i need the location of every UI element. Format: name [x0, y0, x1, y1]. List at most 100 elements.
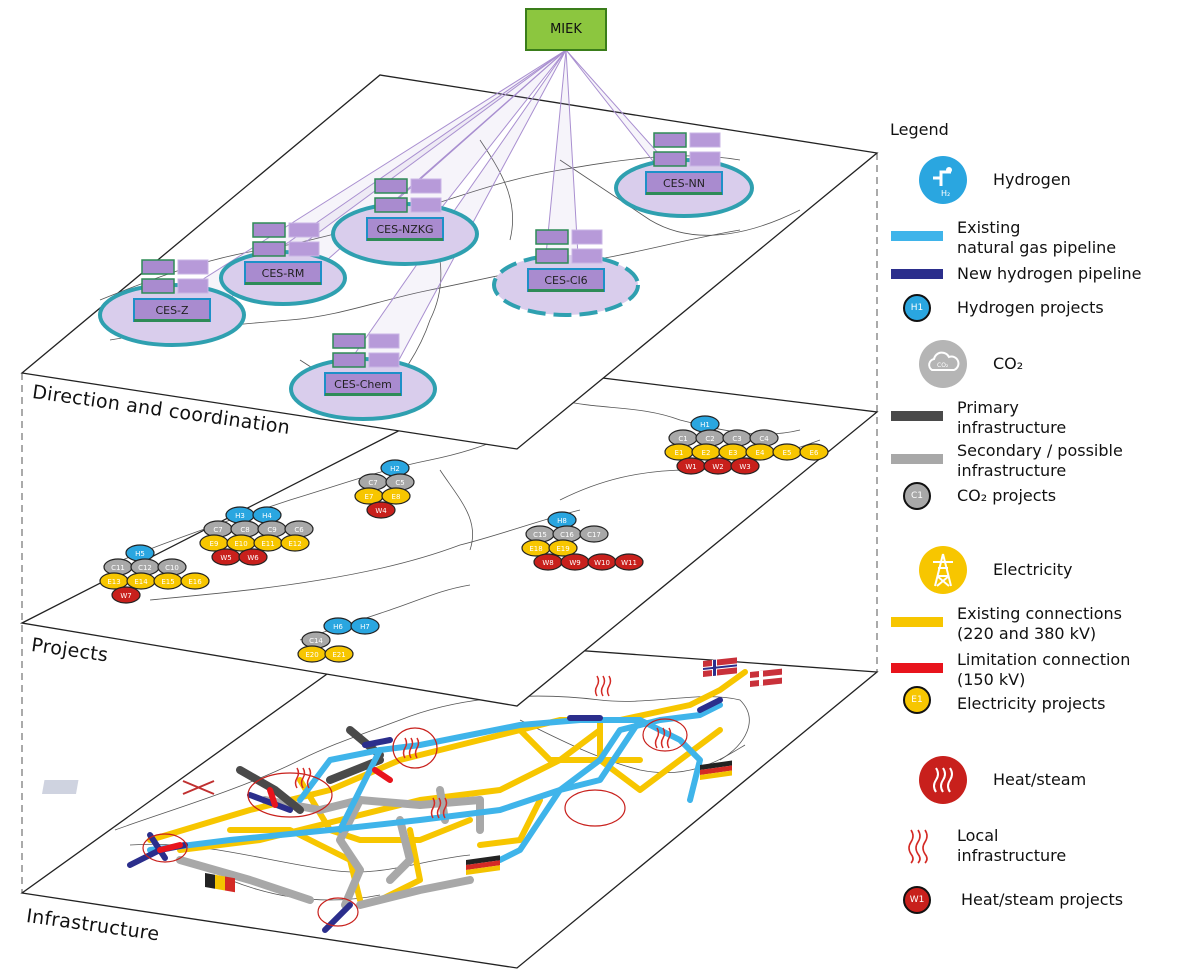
- org-block: [689, 151, 721, 167]
- project-marker: W10: [587, 553, 617, 571]
- project-marker: C2: [695, 429, 725, 447]
- legend-hydrogen-projects: H1 Hydrogen projects: [885, 294, 1175, 324]
- project-marker: E6: [799, 443, 829, 461]
- project-marker-label: C3: [732, 435, 741, 443]
- legend-heat-heading: Heat/steam: [885, 756, 1175, 806]
- flag-belgium-icon: [205, 873, 235, 893]
- project-marker: C14: [301, 631, 331, 649]
- project-marker: E20: [297, 645, 327, 663]
- project-marker-label: E18: [529, 545, 542, 553]
- project-marker-label: W9: [569, 559, 580, 567]
- project-marker-label: C17: [587, 531, 601, 539]
- org-block: [535, 248, 569, 264]
- project-marker: E15: [153, 572, 183, 590]
- project-marker-label: C8: [240, 526, 249, 534]
- electricity-limitation-lines: [157, 767, 393, 853]
- project-marker: E5: [772, 443, 802, 461]
- project-marker: E13: [99, 572, 129, 590]
- project-marker: C16: [552, 525, 582, 543]
- project-marker-label: H6: [333, 623, 343, 631]
- org-block: [653, 151, 687, 167]
- flag-uk-icon: [41, 780, 215, 795]
- project-marker-label: W11: [621, 559, 637, 567]
- cloud-icon-text: CO₂: [937, 362, 949, 369]
- org-block: [252, 241, 286, 257]
- project-marker: E11: [253, 534, 283, 552]
- legend-heat-local: Local infrastructure: [885, 826, 1175, 866]
- project-marker: C10: [157, 558, 187, 576]
- project-marker: C15: [525, 525, 555, 543]
- project-marker-label: C10: [165, 564, 179, 572]
- project-marker-label: W7: [120, 592, 131, 600]
- project-marker: E12: [280, 534, 310, 552]
- project-marker: E8: [381, 487, 411, 505]
- project-marker-label: E12: [288, 540, 301, 548]
- project-marker: C1: [668, 429, 698, 447]
- legend-existing-gas: Existing natural gas pipeline: [885, 218, 1175, 258]
- org-block: [368, 333, 400, 349]
- project-marker: W2: [703, 457, 733, 475]
- org-block: [571, 229, 603, 245]
- project-marker-label: W1: [685, 463, 696, 471]
- legend-co2-heading: CO₂ CO₂: [885, 340, 1175, 390]
- legend-heat-local-label: Local infrastructure: [957, 826, 1067, 865]
- project-marker: E7: [354, 487, 384, 505]
- miek-box: MIEK: [525, 8, 607, 51]
- project-marker: C17: [579, 525, 609, 543]
- legend-hydrogen-title: Hydrogen: [993, 170, 1071, 189]
- miek-label: MIEK: [550, 22, 582, 37]
- project-marker: W9: [560, 553, 590, 571]
- project-marker-label: H1: [700, 421, 710, 429]
- org-block: [571, 248, 603, 264]
- project-marker: H6: [323, 617, 353, 635]
- project-marker: H2: [380, 459, 410, 477]
- project-marker-label: E5: [783, 449, 792, 457]
- ces-label: CES-NN: [663, 177, 705, 190]
- ces-label: CES-NZKG: [376, 223, 433, 236]
- legend-co2-primary-swatch: [891, 411, 943, 421]
- project-marker-label: W3: [739, 463, 750, 471]
- ces-label: CES-Cl6: [544, 274, 587, 287]
- legend-heat-projects: W1 Heat/steam projects: [885, 886, 1175, 916]
- legend-hydrogen-heading: H₂ Hydrogen: [885, 156, 1175, 206]
- ces-cluster: CES-NZKG: [331, 178, 479, 266]
- project-marker-label: W4: [375, 507, 387, 515]
- project-marker-label: E15: [161, 578, 174, 586]
- org-block: [374, 178, 408, 194]
- project-marker-label: E4: [756, 449, 765, 457]
- legend: Legend H₂ Hydrogen Existing natural gas …: [885, 118, 1175, 918]
- cloud-icon: CO₂: [919, 340, 967, 388]
- project-marker-label: E7: [365, 493, 374, 501]
- project-marker: W5: [211, 548, 241, 566]
- project-marker-label: C5: [395, 479, 404, 487]
- project-marker: H4: [252, 506, 282, 524]
- project-marker-label: C9: [267, 526, 276, 534]
- project-marker-label: E21: [332, 651, 345, 659]
- legend-co2-title: CO₂: [993, 354, 1024, 373]
- project-marker: H3: [225, 506, 255, 524]
- org-block: [410, 197, 442, 213]
- project-marker-label: W2: [712, 463, 723, 471]
- project-marker: W4: [366, 501, 396, 519]
- project-marker-label: C7: [213, 526, 222, 534]
- project-marker-label: E13: [107, 578, 120, 586]
- legend-co2-primary: Primary infrastructure: [885, 398, 1175, 438]
- project-marker: W8: [533, 553, 563, 571]
- legend-electricity-projects-label: Electricity projects: [957, 694, 1106, 713]
- legend-co2-projects-label: CO₂ projects: [957, 486, 1057, 505]
- project-marker: C8: [230, 520, 260, 538]
- hydrogen-project-marker-icon: H1: [903, 294, 931, 322]
- project-marker: E16: [180, 572, 210, 590]
- org-block: [653, 132, 687, 148]
- project-marker: C7: [203, 520, 233, 538]
- ces-label: CES-Z: [155, 304, 189, 317]
- org-block: [332, 333, 366, 349]
- project-marker: E4: [745, 443, 775, 461]
- org-block: [141, 278, 175, 294]
- natural-gas-pipelines: [147, 702, 723, 863]
- project-marker-label: H2: [390, 465, 400, 473]
